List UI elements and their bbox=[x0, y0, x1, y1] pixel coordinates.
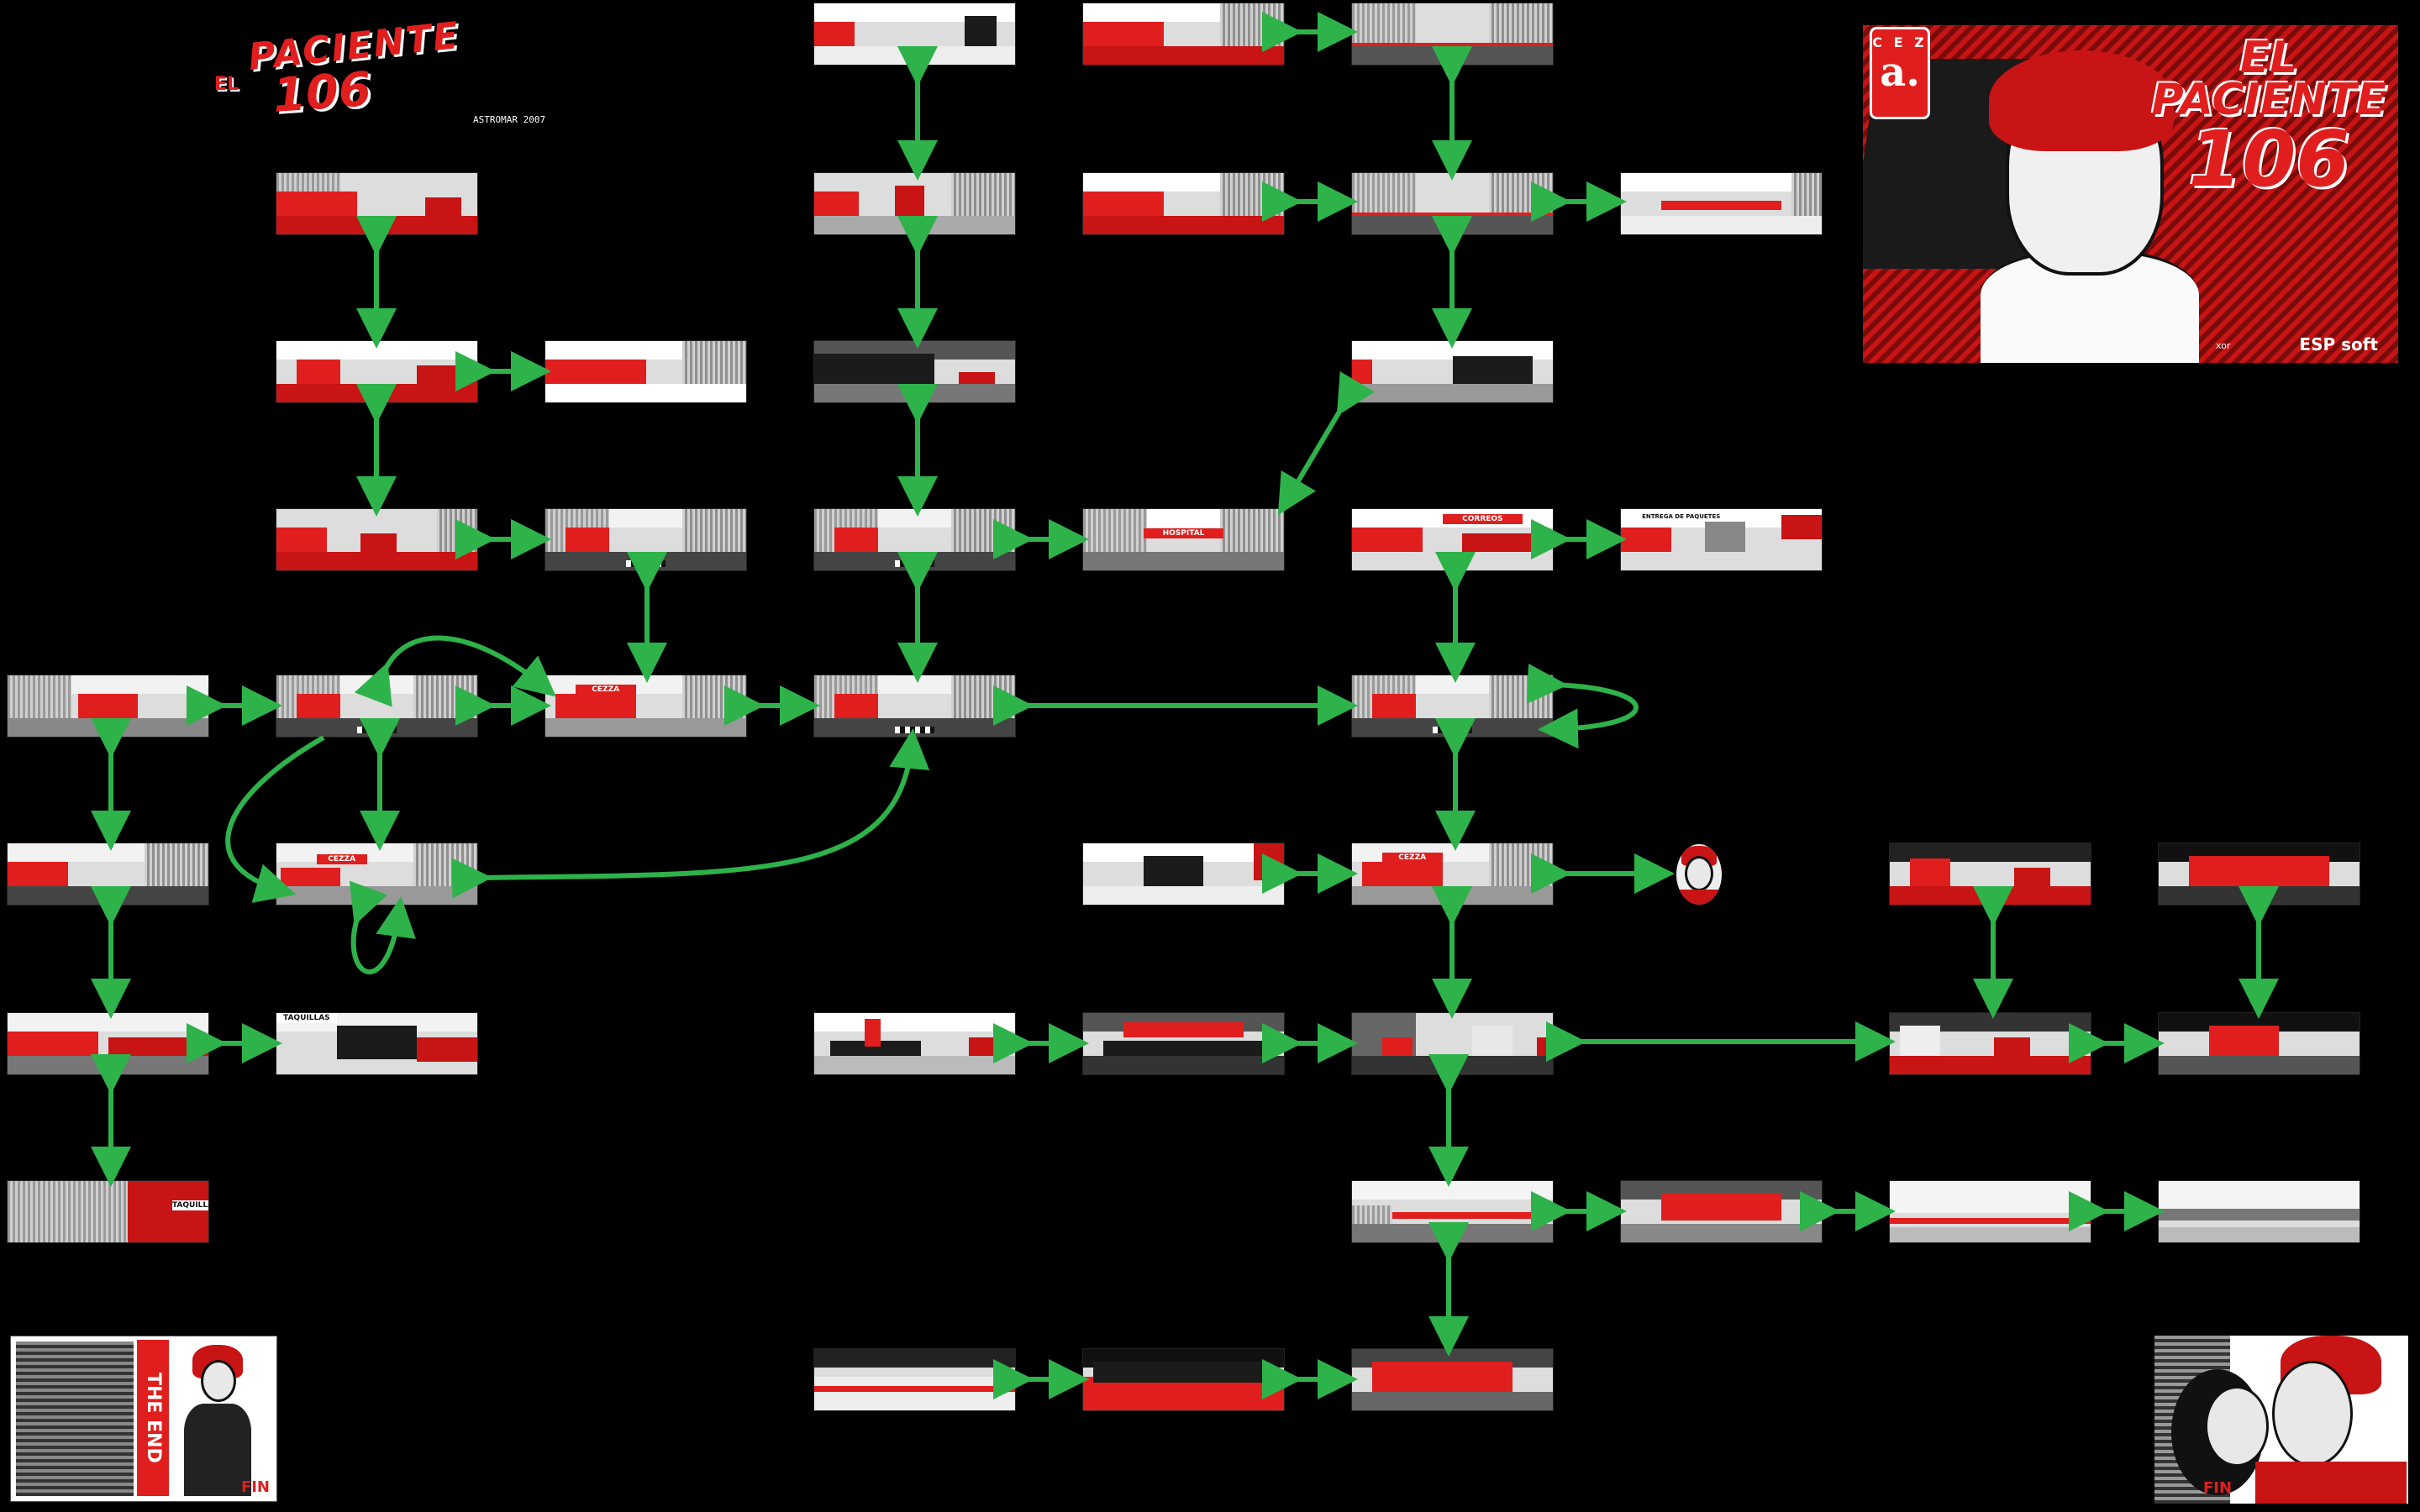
lockers-sign: TAQUILLAS bbox=[171, 1200, 208, 1211]
room-hospital-entrance: HOSPITAL bbox=[1082, 508, 1285, 571]
room-delivery-counter: ENTREGA DE PAQUETES bbox=[1620, 508, 1823, 571]
man-face bbox=[2272, 1361, 2353, 1467]
ending-screen: FIN bbox=[2154, 1336, 2408, 1504]
room-bar bbox=[2158, 843, 2360, 906]
cover-credit: xor bbox=[2216, 340, 2231, 351]
shop-sign-east: CEZZA bbox=[1381, 852, 1443, 863]
npc-portrait bbox=[1676, 844, 1722, 905]
end-screen-character bbox=[176, 1345, 260, 1496]
brand-big-text: a. bbox=[1880, 49, 1920, 96]
room-highway bbox=[1351, 1180, 1554, 1243]
ticket-office-sign: TAQUILLAS bbox=[276, 1013, 337, 1023]
room-kitchen bbox=[544, 340, 747, 403]
cover-art: C E Z a. EL PACIENTE 106 xor ESP soft bbox=[1863, 25, 2398, 363]
room-desert-horizon bbox=[2158, 1180, 2360, 1243]
room-parking-lot bbox=[1082, 1348, 1285, 1411]
room-storefront bbox=[1082, 1012, 1285, 1075]
room-club-hall bbox=[1889, 1012, 2091, 1075]
room-graffiti-wall bbox=[1082, 843, 1285, 906]
cover-title-line1: EL bbox=[2239, 33, 2298, 83]
room-bedroom-2 bbox=[1082, 172, 1285, 235]
character-hair bbox=[1989, 50, 2174, 151]
cover-character bbox=[1981, 50, 2199, 363]
the-end-screen: THE END FIN bbox=[10, 1336, 277, 1502]
cover-title: EL PACIENTE 106 bbox=[2151, 33, 2386, 204]
room-corridor-top bbox=[1351, 3, 1554, 66]
delivery-sign: ENTREGA DE PAQUETES bbox=[1621, 511, 1742, 522]
room-parking-cars bbox=[813, 1348, 1016, 1411]
cover-title-line2: PACIENTE bbox=[2151, 75, 2386, 125]
woman-face bbox=[2205, 1386, 2269, 1467]
room-reception-desk bbox=[1620, 172, 1823, 235]
arrow-curve bbox=[225, 735, 325, 903]
room-desert-road bbox=[1889, 1180, 2091, 1243]
room-highway-gas bbox=[1620, 1180, 1823, 1243]
ending-shirt bbox=[2255, 1462, 2407, 1504]
arrow-curve bbox=[349, 880, 416, 974]
the-end-banner: THE END bbox=[137, 1340, 169, 1496]
fin-label: FIN bbox=[240, 1478, 270, 1496]
end-screen-wall bbox=[16, 1341, 134, 1496]
post-office-sign: CORREOS bbox=[1442, 513, 1523, 524]
cover-title-number: 106 bbox=[2188, 114, 2350, 204]
room-hospital-hall bbox=[1351, 340, 1554, 403]
room-pizza-shop-east: CEZZA bbox=[1351, 843, 1554, 906]
game-title-logo: PACIENTE EL 106 bbox=[214, 14, 542, 126]
arrow-curve bbox=[451, 728, 930, 899]
author-credit: ASTROMAR 2007 bbox=[473, 114, 546, 125]
publisher-logo: ESP soft bbox=[2299, 334, 2378, 354]
room-pizza-shop: CEZZA bbox=[544, 675, 747, 738]
arrow bbox=[1277, 370, 1375, 516]
shop-sign: CEZZA bbox=[575, 684, 636, 695]
ending-fin-label: FIN bbox=[2203, 1479, 2233, 1497]
room-reception bbox=[813, 172, 1016, 235]
room-garage bbox=[1351, 1348, 1554, 1411]
publisher-brand-badge: C E Z a. bbox=[1870, 27, 1930, 119]
arrow-curve bbox=[1527, 663, 1639, 749]
room-street-view bbox=[544, 508, 747, 571]
title-word-el: EL bbox=[214, 74, 239, 95]
pizza-shop-sign: CEZZA bbox=[316, 854, 367, 865]
arrow-curve bbox=[354, 635, 556, 707]
room-bedroom-1 bbox=[1082, 3, 1285, 66]
brand-small-text: C E Z bbox=[1872, 34, 1928, 50]
room-bar-door bbox=[2158, 1012, 2360, 1075]
hospital-sign: HOSPITAL bbox=[1143, 528, 1224, 539]
room-lockers: TAQUILLAS bbox=[7, 1180, 209, 1243]
